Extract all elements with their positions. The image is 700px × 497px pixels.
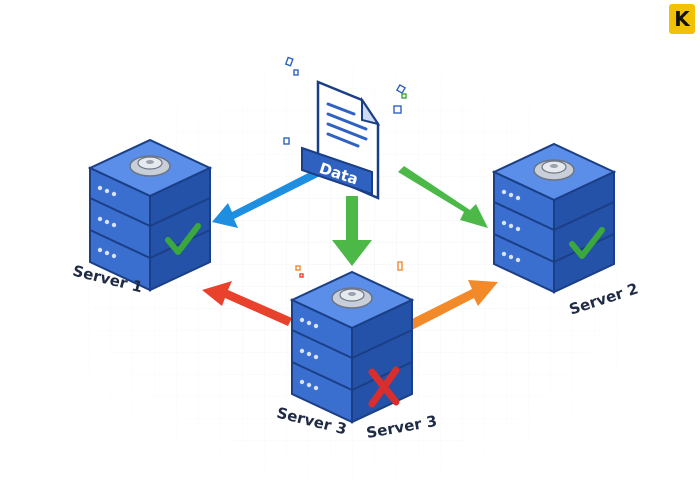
arrow-server3-to-server2 bbox=[408, 280, 498, 330]
data-document: Data bbox=[301, 80, 381, 200]
brand-logo: K bbox=[669, 4, 695, 34]
arrow-data-to-server1 bbox=[212, 168, 320, 228]
server-2 bbox=[491, 142, 617, 294]
arrow-server3-to-server1 bbox=[202, 281, 292, 326]
arrow-data-to-server3 bbox=[332, 196, 372, 266]
cross-icon bbox=[368, 366, 400, 408]
data-tag bbox=[301, 146, 373, 196]
arrow-data-to-server2 bbox=[398, 166, 488, 228]
server-1 bbox=[87, 138, 213, 292]
check-icon bbox=[569, 227, 605, 259]
server-3 bbox=[289, 270, 415, 424]
decoration-particles bbox=[283, 56, 407, 278]
check-icon bbox=[165, 223, 201, 255]
